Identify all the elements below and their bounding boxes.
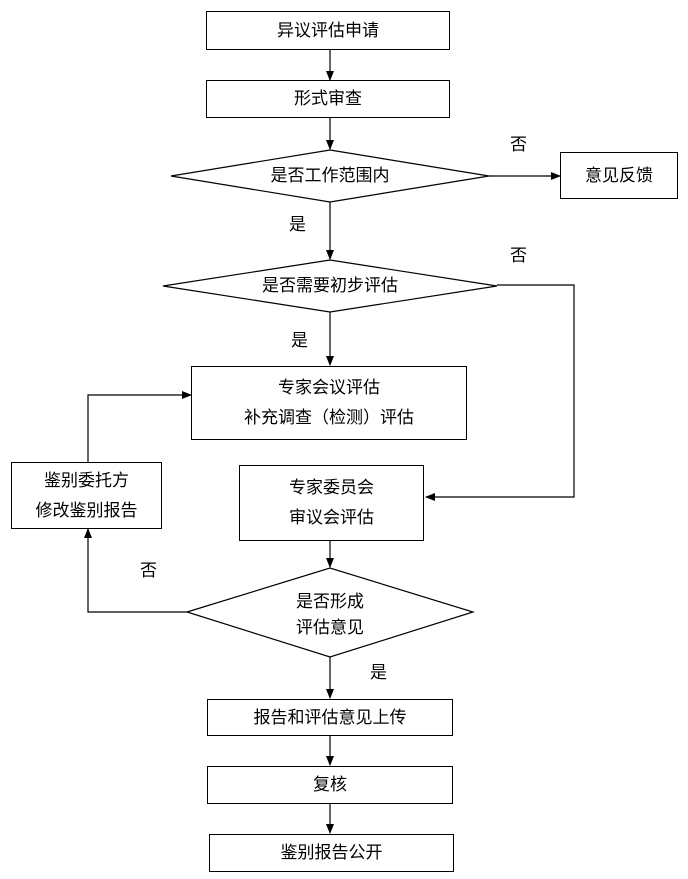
- diamond-form-opinion-line2: 评估意见: [296, 618, 364, 638]
- box-recheck: 复核: [207, 766, 453, 804]
- label-yes-opinion: 是: [370, 663, 387, 683]
- diamond-within-scope-label: 是否工作范围内: [270, 166, 390, 186]
- label-no-preliminary: 否: [510, 246, 527, 266]
- box-publish: 鉴别报告公开: [209, 834, 454, 872]
- box-client-revision-line2: 修改鉴别报告: [35, 500, 138, 521]
- arrow-decision-no-to-client: [84, 528, 187, 613]
- box-client-revision: 鉴别委托方 修改鉴别报告: [11, 462, 162, 529]
- diamond-within-scope-text: 是否工作范围内: [200, 163, 460, 189]
- box-committee-line2: 审议会评估: [289, 508, 374, 528]
- label-no-scope: 否: [510, 135, 527, 155]
- box-expert-meeting-line1: 专家会议评估: [278, 378, 380, 398]
- box-objection-application: 异议评估申请: [206, 11, 450, 50]
- box-upload: 报告和评估意见上传: [207, 699, 453, 736]
- box-committee: 专家委员会 审议会评估: [239, 465, 424, 541]
- diamond-form-opinion: [184, 567, 476, 658]
- diamond-need-preliminary: [162, 259, 498, 313]
- box-formal-review-text: 形式审查: [294, 89, 362, 109]
- label-yes-preliminary: 是: [291, 331, 308, 351]
- box-upload-text: 报告和评估意见上传: [253, 707, 407, 728]
- box-feedback-text: 意见反馈: [585, 165, 653, 186]
- arrow-client-to-expert: [87, 391, 192, 462]
- label-no-opinion: 否: [140, 561, 157, 581]
- diamond-need-preliminary-label: 是否需要初步评估: [262, 276, 398, 296]
- diamond-form-opinion-text: 是否形成 评估意见: [240, 589, 420, 641]
- box-client-revision-line1: 鉴别委托方: [44, 470, 129, 491]
- box-expert-meeting-line2: 补充调查（检测）评估: [244, 408, 414, 428]
- label-yes-scope: 是: [289, 215, 306, 235]
- box-recheck-text: 复核: [313, 775, 347, 795]
- arrow-preliminary-no-to-committee: [425, 284, 575, 501]
- box-expert-meeting: 专家会议评估 补充调查（检测）评估: [191, 366, 467, 440]
- diamond-form-opinion-line1: 是否形成: [296, 592, 364, 612]
- box-formal-review: 形式审查: [206, 80, 450, 118]
- diamond-need-preliminary-text: 是否需要初步评估: [200, 273, 460, 299]
- box-feedback: 意见反馈: [560, 152, 678, 199]
- box-committee-line1: 专家委员会: [289, 478, 374, 498]
- box-publish-text: 鉴别报告公开: [280, 843, 383, 863]
- box-objection-application-text: 异议评估申请: [277, 20, 379, 41]
